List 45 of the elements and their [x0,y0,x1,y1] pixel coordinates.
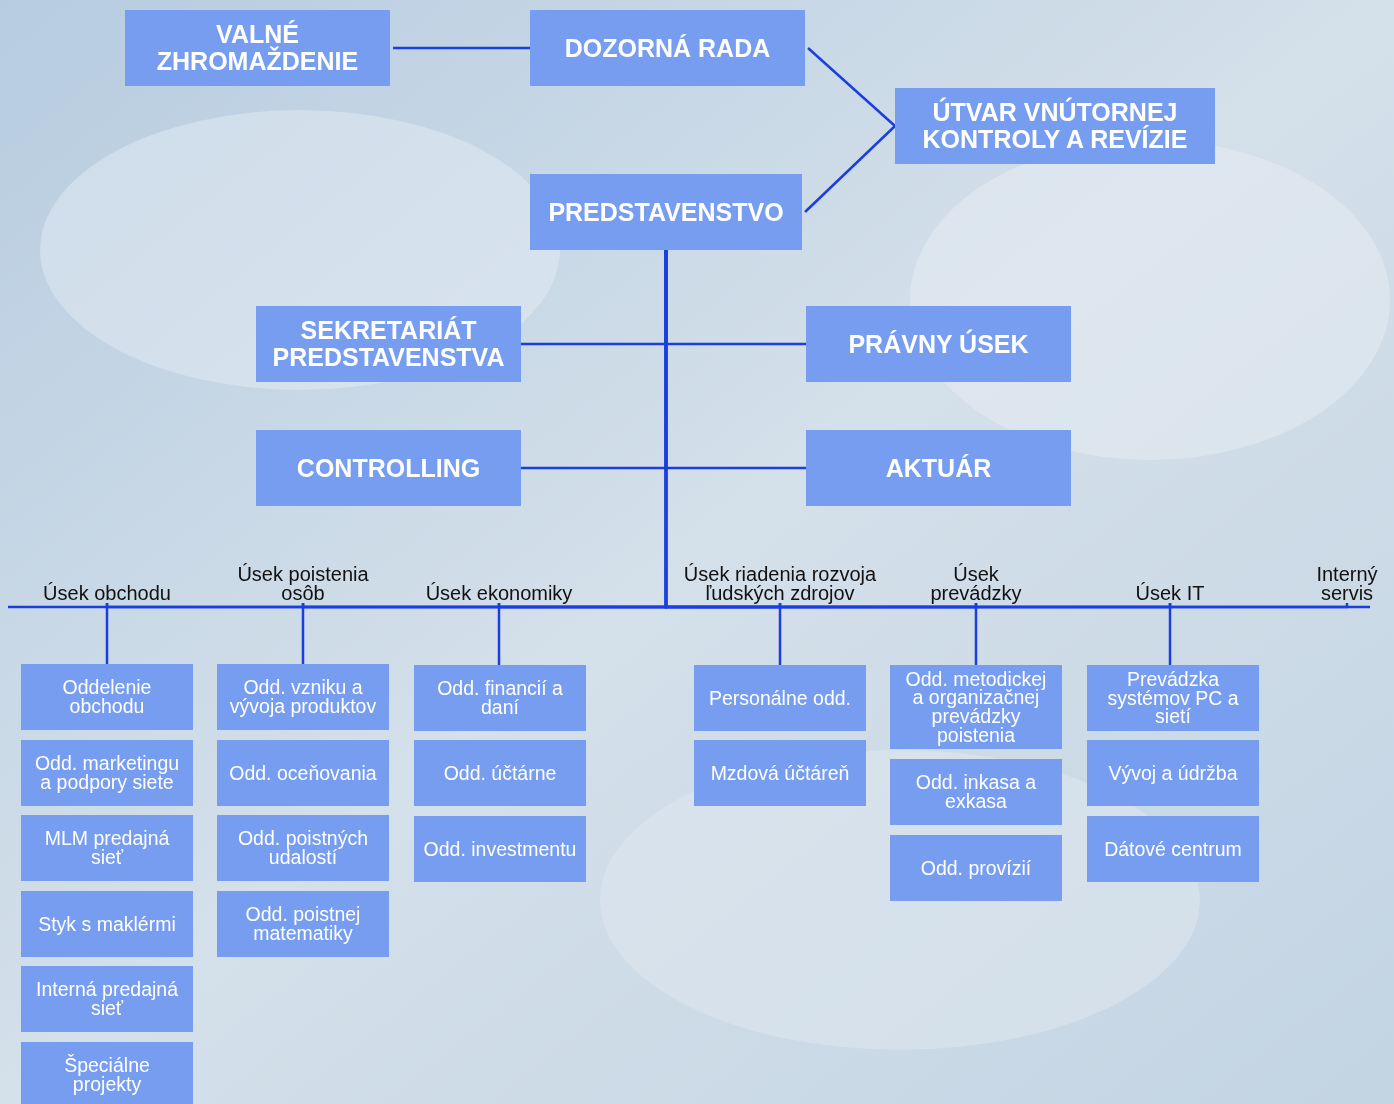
department-box: MLM predajná sieť [21,815,193,881]
department-box: Styk s maklérmi [21,891,193,957]
department-box: Odd. metodickej a organizačnej prevádzky poistenia [890,665,1062,749]
department-box: Odd. financií a daní [414,665,586,731]
department-box: Špeciálne projekty [21,1042,193,1104]
department-box: PREDSTAVENSTVO [530,174,802,250]
department-box: Interná predajná sieť [21,966,193,1032]
connector-line [301,603,305,664]
department-box: Odd. marketingu a podpory siete [21,740,193,806]
connector-line [804,125,896,213]
department-box: Odd. oceňovania [217,740,389,806]
department-box: CONTROLLING [256,430,521,506]
department-box: Dátové centrum [1087,816,1259,882]
department-box: Odd. investmentu [414,816,586,882]
department-box: Prevádzka systémov PC a sietí [1087,665,1259,731]
department-box: Mzdová účtáreň [694,740,866,806]
department-box: PRÁVNY ÚSEK [806,306,1071,382]
department-box: DOZORNÁ RADA [530,10,805,86]
department-box: Vývoj a údržba [1087,740,1259,806]
division-label: Úsek prevádzky [921,565,1031,603]
division-label: Úsek riadenia rozvoja ľudských zdrojov [672,565,888,603]
connector-line [1168,603,1172,665]
department-box: ÚTVAR VNÚTORNEJ KONTROLY A REVÍZIE [895,88,1215,164]
department-box: AKTUÁR [806,430,1071,506]
department-box: Oddelenie obchodu [21,664,193,730]
department-box: Odd. vzniku a vývoja produktov [217,664,389,730]
connector-line [807,47,896,127]
connector-line [497,603,501,665]
department-box: Personálne odd. [694,665,866,731]
division-label: Interný servis [1312,565,1382,603]
division-label: Úsek obchodu [7,584,207,603]
division-label: Úsek poistenia osôb [228,565,378,603]
connector-line [105,603,109,664]
department-box: Odd. poistných udalostí [217,815,389,881]
department-box: Odd. inkasa a exkasa [890,759,1062,825]
department-box: Odd. poistnej matematiky [217,891,389,957]
department-box: Odd. účtárne [414,740,586,806]
division-label: Úsek IT [1110,584,1230,603]
connector-line [393,46,530,50]
division-label: Úsek ekonomiky [399,584,599,603]
connector-line [778,603,782,665]
department-box: VALNÉ ZHROMAŽDENIE [125,10,390,86]
department-box: SEKRETARIÁT PREDSTAVENSTVA [256,306,521,382]
department-box: Odd. provízií [890,835,1062,901]
connector-line [974,603,978,665]
